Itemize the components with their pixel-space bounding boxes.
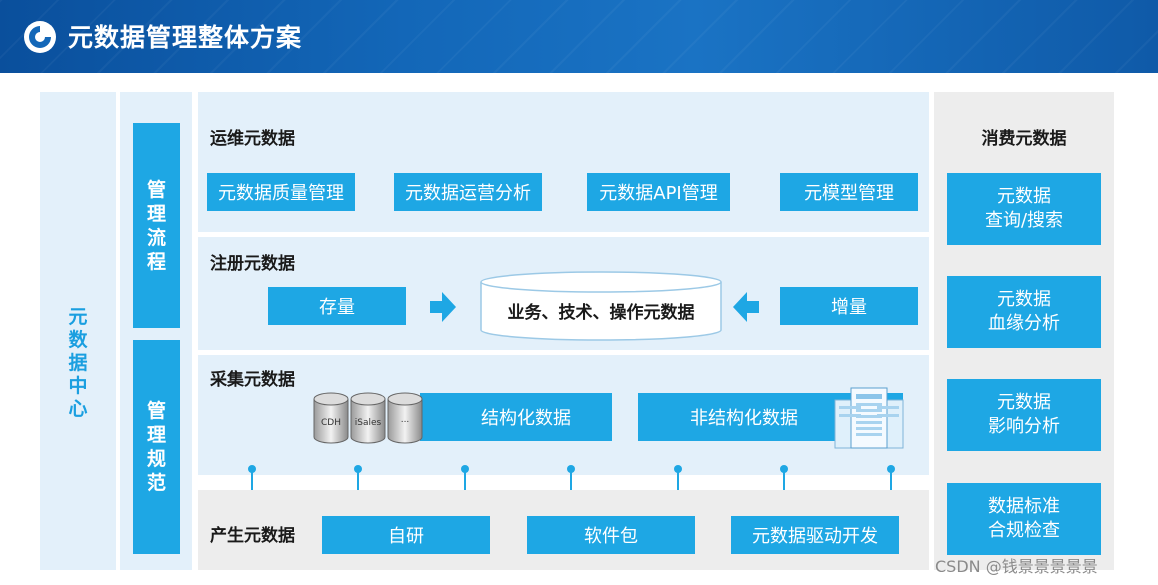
- api-management-box: 元数据API管理: [587, 173, 730, 211]
- cdh-database-icon: [313, 392, 349, 444]
- metamodel-management-box: 元模型管理: [780, 173, 918, 211]
- metadata-center-label: 元数据中心: [68, 306, 88, 420]
- documents-icon: [834, 387, 904, 449]
- increment-box: 增量: [780, 287, 918, 325]
- consume-metadata-panel: 消费元数据 元数据 查询/搜索 元数据 血缘分析 元数据 影响分析 数据标准 合…: [934, 92, 1114, 570]
- produce-metadata-title: 产生元数据: [210, 526, 295, 546]
- register-metadata-title: 注册元数据: [210, 254, 295, 274]
- watermark: CSDN @钱景景景景景: [935, 557, 1098, 576]
- software-package-box: 软件包: [527, 516, 695, 554]
- lineage-analysis-line1: 元数据: [997, 289, 1051, 310]
- self-developed-box: 自研: [322, 516, 490, 554]
- metadata-driven-dev-box: 元数据驱动开发: [731, 516, 899, 554]
- compliance-check-line2: 合规检查: [988, 520, 1060, 541]
- operation-analysis-box: 元数据运营分析: [394, 173, 542, 211]
- arrow-right-icon: [430, 292, 456, 322]
- collect-metadata-title: 采集元数据: [210, 370, 295, 390]
- management-standard-label: 管理规范: [146, 400, 166, 494]
- compliance-check-box: 数据标准 合规检查: [947, 483, 1101, 555]
- logo-icon: [24, 21, 56, 53]
- query-search-line2: 查询/搜索: [984, 210, 1064, 231]
- stock-box: 存量: [268, 287, 406, 325]
- structured-data-box: 结构化数据: [420, 393, 612, 441]
- lineage-analysis-line2: 血缘分析: [988, 313, 1060, 334]
- isales-database-icon: [350, 392, 386, 444]
- lineage-analysis-box: 元数据 血缘分析: [947, 276, 1101, 348]
- impact-analysis-box: 元数据 影响分析: [947, 379, 1101, 451]
- ops-metadata-title: 运维元数据: [210, 129, 295, 149]
- collect-metadata-layer: 采集元数据 结构化数据 非结构化数据: [198, 355, 929, 475]
- ops-metadata-layer: 运维元数据 元数据质量管理 元数据运营分析 元数据API管理 元模型管理: [198, 92, 929, 232]
- management-panel: 管理流程 管理规范: [120, 92, 192, 570]
- header-banner: 元数据管理整体方案: [0, 0, 1158, 73]
- arrow-left-icon: [733, 292, 759, 322]
- management-standard-box: 管理规范: [133, 340, 180, 554]
- query-search-line1: 元数据: [997, 186, 1051, 207]
- query-search-box: 元数据 查询/搜索: [947, 173, 1101, 245]
- page-title: 元数据管理整体方案: [68, 23, 303, 52]
- other-database-icon: [387, 392, 423, 444]
- metadata-database-icon: [480, 271, 722, 341]
- impact-analysis-line2: 影响分析: [988, 416, 1060, 437]
- quality-management-box: 元数据质量管理: [207, 173, 355, 211]
- metadata-center-panel: 元数据中心: [40, 92, 116, 570]
- compliance-check-line1: 数据标准: [988, 496, 1060, 517]
- cdh-label: CDH: [321, 418, 341, 428]
- other-db-label: ...: [400, 415, 410, 425]
- consume-metadata-title: 消费元数据: [981, 129, 1067, 149]
- management-process-label: 管理流程: [146, 178, 166, 273]
- produce-metadata-layer: 产生元数据 自研 软件包 元数据驱动开发: [198, 490, 929, 570]
- impact-analysis-line1: 元数据: [997, 392, 1051, 413]
- management-process-box: 管理流程: [133, 123, 180, 328]
- business-tech-ops-metadata-label: 业务、技术、操作元数据: [507, 303, 695, 323]
- isales-label: iSales: [354, 418, 382, 428]
